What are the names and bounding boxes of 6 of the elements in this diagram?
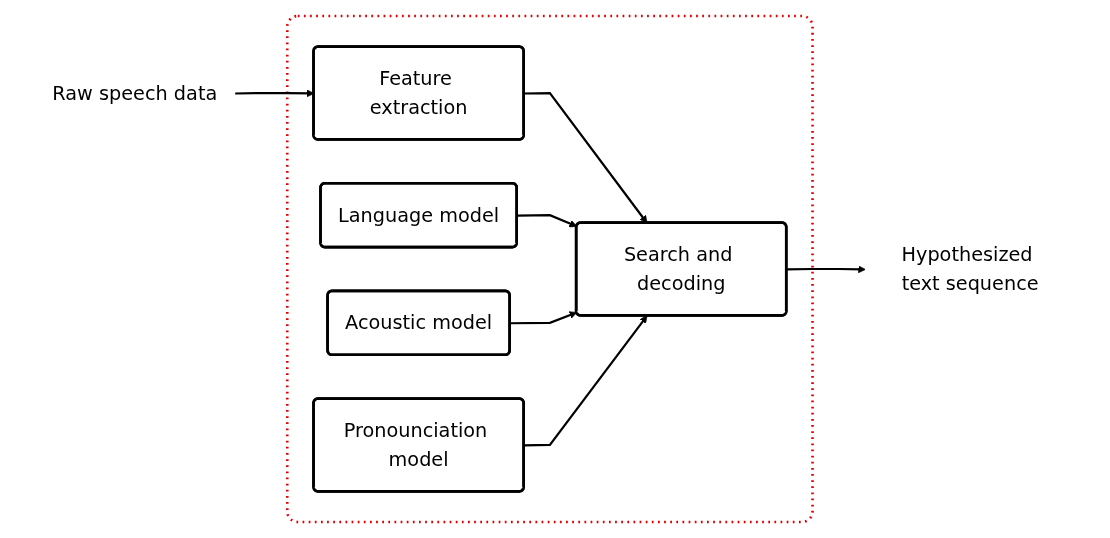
arrow [786, 265, 866, 274]
node-text: Raw speech data [52, 82, 218, 104]
arrow [517, 214, 578, 228]
arrow [524, 315, 648, 447]
arrow [510, 311, 578, 325]
node-text: Hypothesized text sequence [901, 243, 1039, 295]
